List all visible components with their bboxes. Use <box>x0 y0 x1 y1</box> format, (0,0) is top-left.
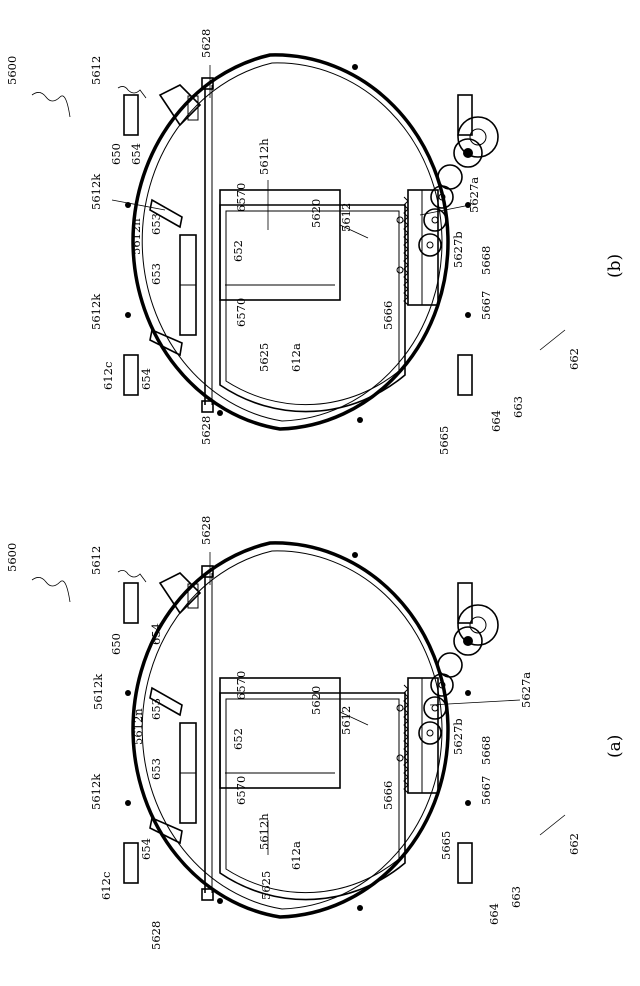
caption-a: (a) <box>605 735 625 758</box>
label-5600-a: 5600 <box>5 543 19 572</box>
label-5628-b-bottom: 5628 <box>199 416 213 445</box>
label-5612k-a-top: 5612k <box>91 673 105 710</box>
label-5612-b: 5612 <box>89 56 103 85</box>
label-654-a-top: 654 <box>149 623 163 645</box>
label-654-a-bottom: 654 <box>139 838 153 860</box>
label-663-a: 663 <box>509 886 523 908</box>
label-5627a-a: 5627a <box>519 672 533 708</box>
label-5668-b: 5668 <box>479 246 493 275</box>
label-5666-a: 5666 <box>381 781 395 810</box>
label-653-a-top: 653 <box>149 698 163 720</box>
label-612c-a: 612c <box>99 872 113 900</box>
label-5612h-b: 5612h <box>257 138 271 175</box>
label-654-b-bottom: 654 <box>139 368 153 390</box>
label-5625-a: 5625 <box>259 871 273 900</box>
label-6570-b-bottom: 6570 <box>234 298 248 327</box>
label-653-a-bottom: 653 <box>149 758 163 780</box>
label-5665-b: 5665 <box>437 426 451 455</box>
label-662-b: 662 <box>567 348 581 370</box>
label-653-b-top: 653 <box>149 213 163 235</box>
label-5625-b: 5625 <box>257 343 271 372</box>
label-652-b: 652 <box>231 240 245 262</box>
label-5667-b: 5667 <box>479 291 493 320</box>
label-664-a: 664 <box>487 903 501 925</box>
label-5612-a: 5612 <box>89 546 103 575</box>
label-5620-a: 5620 <box>309 686 323 715</box>
label-5620-b: 5620 <box>309 199 323 228</box>
label-5612k-b-bottom: 5612k <box>89 293 103 330</box>
label-5667-a: 5667 <box>479 776 493 805</box>
label-5612k-b-top: 5612k <box>89 173 103 210</box>
label-654-b-top: 654 <box>129 143 143 165</box>
label-5627b-a: 5627b <box>451 718 465 755</box>
label-5627a-b: 5627a <box>467 177 481 213</box>
label-5612n-a: 5612n <box>131 708 145 745</box>
label-5612n-b: 5612n <box>129 218 143 255</box>
label-5665-a: 5665 <box>439 831 453 860</box>
label-612a-a: 612a <box>289 841 303 870</box>
label-5612h-a: 5612h <box>257 813 271 850</box>
label-612c-b: 612c <box>101 362 115 390</box>
label-650-b: 650 <box>109 143 123 165</box>
label-662-a: 662 <box>567 833 581 855</box>
label-5628-a-bottom: 5628 <box>149 921 163 950</box>
label-6570-a-bottom: 6570 <box>234 776 248 805</box>
label-5628-b-top: 5628 <box>199 29 213 58</box>
label-5666-b: 5666 <box>381 301 395 330</box>
label-653-b-bottom: 653 <box>149 263 163 285</box>
label-652-a: 652 <box>231 728 245 750</box>
labels-figure-a: 5600 5612 5628 650 654 5612k 5612n 653 6… <box>5 516 625 950</box>
caption-b: (b) <box>605 254 625 278</box>
label-5627b-b: 5627b <box>451 231 465 268</box>
label-5600-b: 5600 <box>5 56 19 85</box>
figure-b <box>124 55 498 429</box>
label-6570-b-top: 6570 <box>234 183 248 212</box>
label-5668-a: 5668 <box>479 736 493 765</box>
labels-figure-b: 5600 5612 5628 650 654 5612k 5612n 653 6… <box>5 29 625 455</box>
label-6570-a-top: 6570 <box>234 671 248 700</box>
label-5628-a-top: 5628 <box>199 516 213 545</box>
label-5612-a-center: 5612 <box>339 706 353 735</box>
label-650-a: 650 <box>109 633 123 655</box>
label-663-b: 663 <box>511 396 525 418</box>
label-612a-b: 612a <box>289 343 303 372</box>
label-664-b: 664 <box>489 410 503 432</box>
label-5612k-a-bottom: 5612k <box>89 773 103 810</box>
